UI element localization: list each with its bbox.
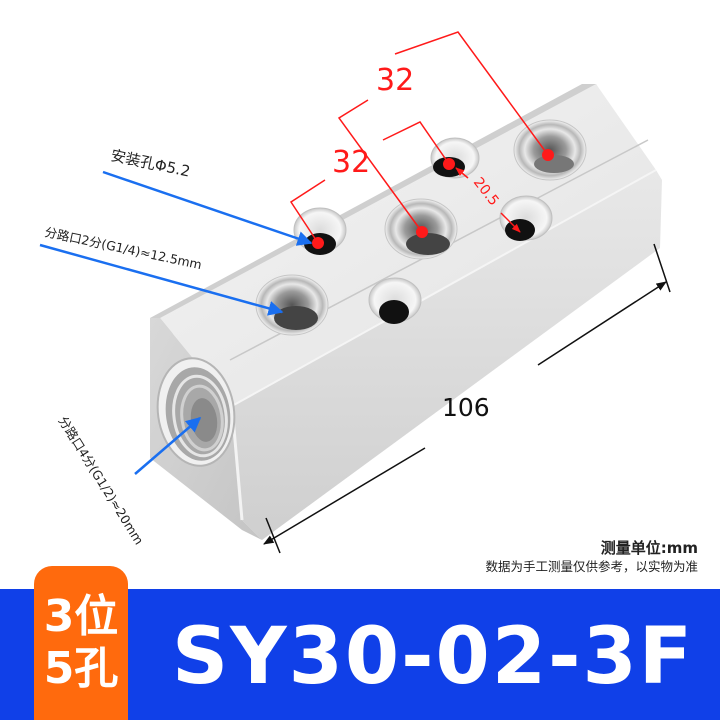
measurement-note: 测量单位:mm 数据为手工测量仅供参考，以实物为准	[485, 538, 698, 576]
pitch-bottom-label: 32	[332, 145, 370, 180]
main-port-hole	[156, 357, 236, 467]
branch-port-label: 分路口2分(G1/4)≈12.5mm	[43, 224, 203, 272]
mount-hole-callout: 安装孔Φ5.2	[102, 146, 313, 246]
mount-hole-label: 安装孔Φ5.2	[109, 146, 192, 180]
pitch-top-label: 32	[376, 63, 414, 98]
unit-label: 测量单位:mm	[600, 539, 698, 557]
mount-hole-2	[368, 277, 422, 324]
pitch-dimension-top	[337, 31, 549, 233]
position-count-badge: 3位 5孔	[34, 566, 128, 720]
branch-port-1	[255, 274, 329, 336]
length-label: 106	[442, 393, 490, 422]
length-dimension: 106	[263, 243, 671, 554]
disclaimer-label: 数据为手工测量仅供参考，以实物为准	[485, 559, 698, 574]
pitch-dimension-bottom	[289, 121, 450, 244]
block-side-face	[232, 170, 662, 540]
badge-line-holes: 5孔	[43, 643, 119, 694]
main-port-label: 分路口4分(G1/2)≈20mm	[55, 414, 146, 548]
mount-hole-4	[499, 195, 553, 241]
badge-line-positions: 3位	[43, 591, 119, 642]
mount-hole-3	[430, 137, 480, 179]
model-number: SY30-02-3F	[171, 612, 695, 702]
